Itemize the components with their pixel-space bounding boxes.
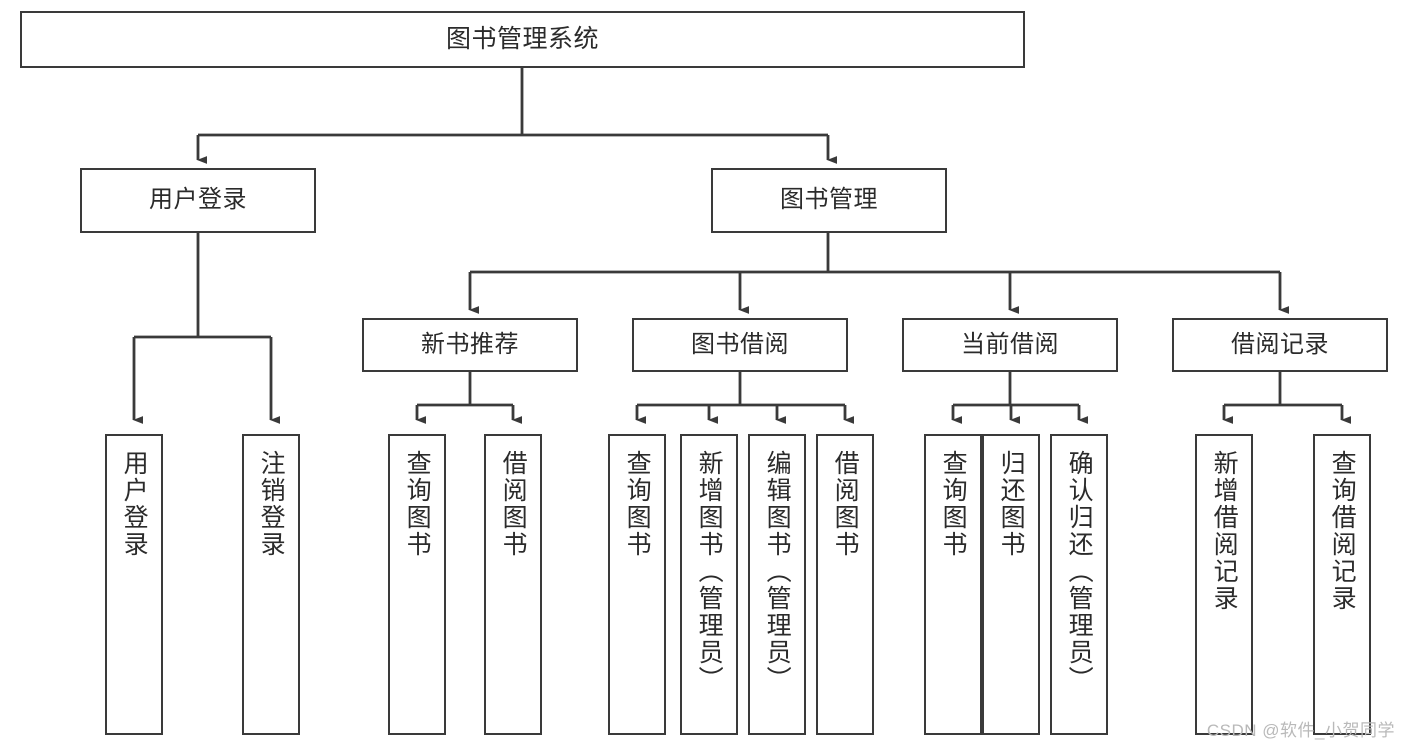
node-leaf-add-record-label: 新增借阅记录 xyxy=(1210,450,1239,612)
node-book-manage-label: 图书管理 xyxy=(780,186,878,214)
node-leaf-confirm-return[interactable]: 确认归还（管理员） xyxy=(1050,434,1108,735)
node-leaf-borrow-book-2-label: 借阅图书 xyxy=(831,450,860,558)
node-leaf-borrow-book-1[interactable]: 借阅图书 xyxy=(484,434,542,735)
node-leaf-add-record[interactable]: 新增借阅记录 xyxy=(1195,434,1253,735)
node-leaf-query-book-2[interactable]: 查询图书 xyxy=(608,434,666,735)
node-leaf-user-logout-label: 注销登录 xyxy=(257,450,286,558)
node-leaf-borrow-book-1-label: 借阅图书 xyxy=(499,450,528,558)
node-leaf-return-book-label: 归还图书 xyxy=(997,450,1026,558)
csdn-watermark: CSDN @软件_小贺同学 xyxy=(1206,721,1395,740)
node-leaf-query-book-1[interactable]: 查询图书 xyxy=(388,434,446,735)
node-leaf-user-login[interactable]: 用户登录 xyxy=(105,434,163,735)
node-current-borrow[interactable]: 当前借阅 xyxy=(902,318,1118,372)
node-root[interactable]: 图书管理系统 xyxy=(20,11,1025,68)
node-book-borrow-label: 图书借阅 xyxy=(691,330,789,358)
node-leaf-edit-book-label: 编辑图书（管理员） xyxy=(763,450,792,693)
node-leaf-query-book-3[interactable]: 查询图书 xyxy=(924,434,982,735)
node-leaf-query-book-3-label: 查询图书 xyxy=(939,450,968,558)
node-leaf-query-book-1-label: 查询图书 xyxy=(403,450,432,558)
node-root-label: 图书管理系统 xyxy=(445,24,599,53)
node-leaf-user-login-label: 用户登录 xyxy=(120,450,149,558)
node-book-manage[interactable]: 图书管理 xyxy=(711,168,947,233)
node-leaf-add-book[interactable]: 新增图书（管理员） xyxy=(680,434,738,735)
node-new-book-recommend-label: 新书推荐 xyxy=(421,330,519,358)
node-leaf-add-book-label: 新增图书（管理员） xyxy=(695,450,724,693)
node-current-borrow-label: 当前借阅 xyxy=(961,330,1059,358)
node-user-login-label: 用户登录 xyxy=(149,186,247,214)
node-new-book-recommend[interactable]: 新书推荐 xyxy=(362,318,578,372)
node-leaf-borrow-book-2[interactable]: 借阅图书 xyxy=(816,434,874,735)
node-leaf-confirm-return-label: 确认归还（管理员） xyxy=(1065,450,1094,693)
node-user-login[interactable]: 用户登录 xyxy=(80,168,316,233)
node-book-borrow[interactable]: 图书借阅 xyxy=(632,318,848,372)
node-leaf-query-record-label: 查询借阅记录 xyxy=(1328,450,1357,612)
node-leaf-query-book-2-label: 查询图书 xyxy=(623,450,652,558)
node-borrow-record[interactable]: 借阅记录 xyxy=(1172,318,1388,372)
node-leaf-return-book[interactable]: 归还图书 xyxy=(982,434,1040,735)
node-borrow-record-label: 借阅记录 xyxy=(1231,330,1329,358)
node-leaf-user-logout[interactable]: 注销登录 xyxy=(242,434,300,735)
node-leaf-edit-book[interactable]: 编辑图书（管理员） xyxy=(748,434,806,735)
node-leaf-query-record[interactable]: 查询借阅记录 xyxy=(1313,434,1371,735)
